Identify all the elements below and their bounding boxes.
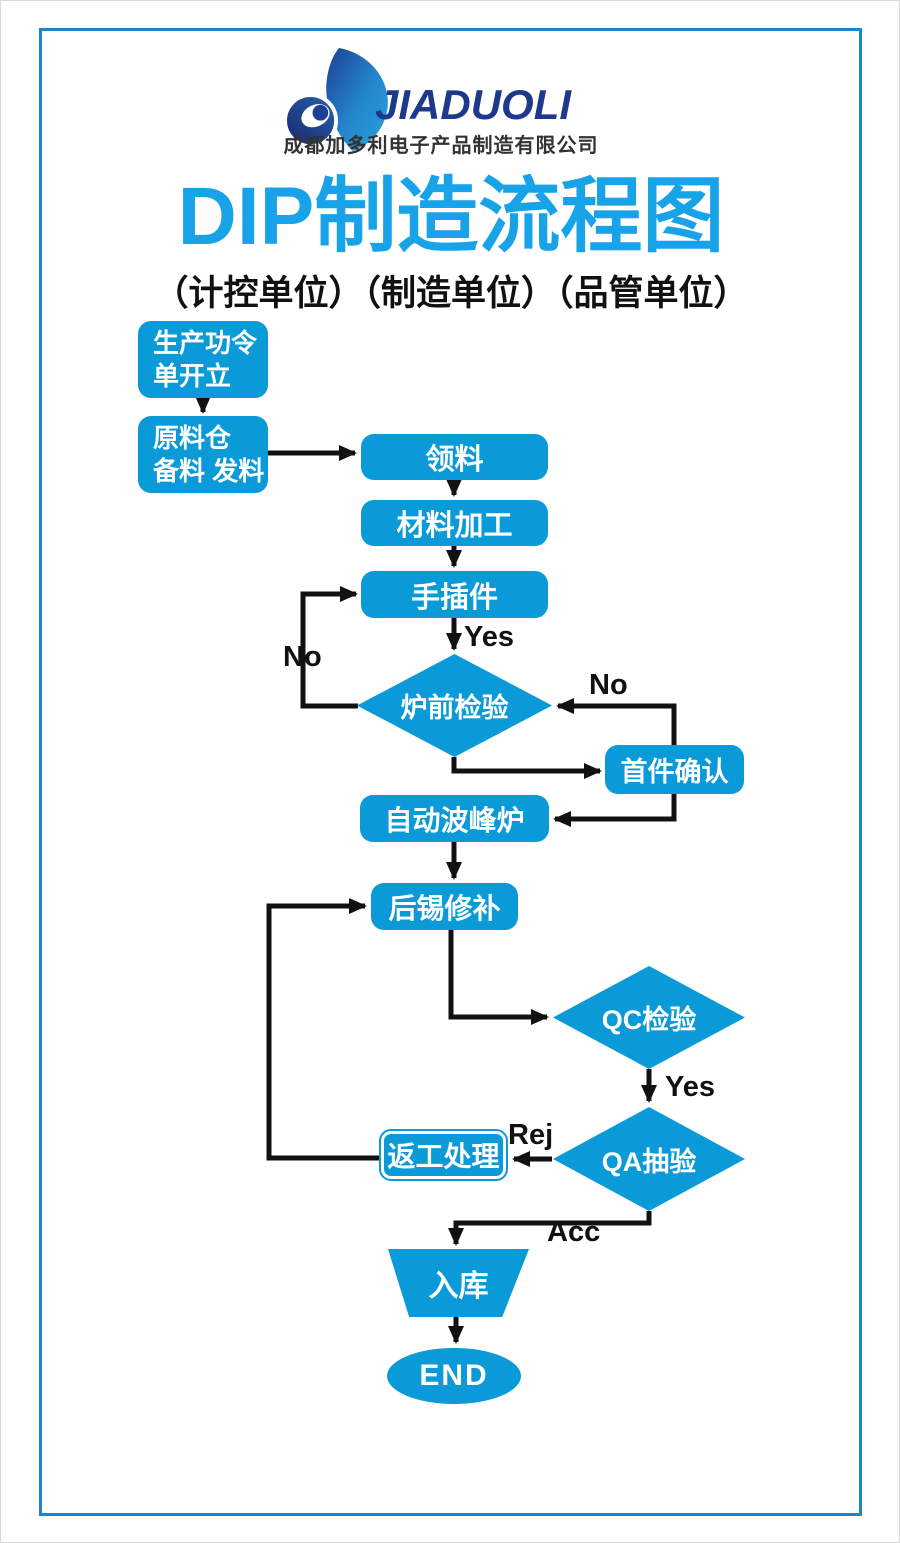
label-acc: Acc [547,1216,601,1248]
label-rej: Rej [508,1119,554,1151]
node-material-processing: 材料加工 [361,500,548,546]
node-receive-material: 领料 [361,434,548,480]
node-solder-touchup: 后锡修补 [371,883,518,930]
logo-wordmark: JIADUOLI [375,81,572,128]
node-warehouse-in: 入库 [388,1249,529,1317]
node-hand-insertion: 手插件 [361,571,548,618]
node-production-order-line2: 单开立 [153,360,232,391]
node-end: END [387,1348,521,1404]
poster-subtitle: （计控单位）（制造单位）（品管单位） [153,274,749,313]
label-no-insert: No [283,641,322,673]
label-no-first-piece: No [589,669,628,701]
node-raw-material-warehouse-line1: 原料仓 [153,422,232,453]
poster-title: DIP制造流程图 [177,171,725,262]
node-first-piece-confirmation: 首件确认 [605,745,744,794]
label-yes-insert: Yes [464,621,514,653]
node-production-order: 生产功令 单开立 [138,321,268,398]
node-raw-material-warehouse-line2: 备料 发料 [153,455,265,486]
node-production-order-line1: 生产功令 [153,327,258,358]
logo-mark-icon [283,47,388,152]
node-wave-soldering: 自动波峰炉 [360,795,549,842]
node-rework: 返工处理 [381,1131,506,1179]
poster-frame [39,28,862,1516]
label-yes-qc: Yes [665,1071,715,1103]
node-raw-material-warehouse: 原料仓 备料 发料 [138,416,268,493]
company-name: 成都加多利电子产品制造有限公司 [283,135,599,157]
